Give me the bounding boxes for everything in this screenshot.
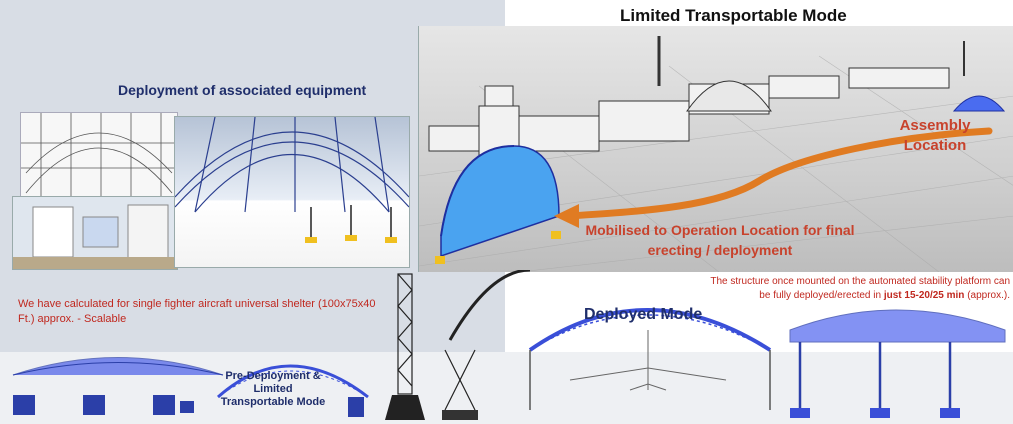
predeployment-drawing <box>12 357 369 417</box>
deployed-mode-label: Deployed Mode <box>584 306 703 323</box>
route-label: Mobilised to Operation Location for fina… <box>585 222 855 258</box>
note-text-before: The structure once mounted on the automa… <box>710 276 1010 301</box>
left-note: We have calculated for single fighter ai… <box>18 298 376 325</box>
hangar-interior-image <box>174 116 410 268</box>
hangar-interior-drawing <box>175 117 409 243</box>
predeployment-mode-label: Pre-Deployment & Limited Transportable M… <box>220 370 326 408</box>
airbase-scene-image <box>418 26 1013 272</box>
equipment-room-drawing <box>13 197 177 269</box>
note-bold-time: just 15-20/25 min <box>883 290 965 301</box>
deployment-stages-drawing <box>385 270 1006 420</box>
deployment-title: Deployment of associated equipment <box>118 82 367 98</box>
page-title: Limited Transportable Mode <box>620 6 847 25</box>
airbase-scene-drawing <box>419 36 1013 272</box>
assembly-location-label: Assembly Location <box>899 117 971 154</box>
note-text-after: (approx.). <box>964 290 1010 301</box>
deployment-time-note: The structure once mounted on the automa… <box>705 275 1010 303</box>
frame-structure-image <box>20 112 178 198</box>
frame-structure-drawing <box>21 113 177 197</box>
equipment-room-image <box>12 196 178 270</box>
